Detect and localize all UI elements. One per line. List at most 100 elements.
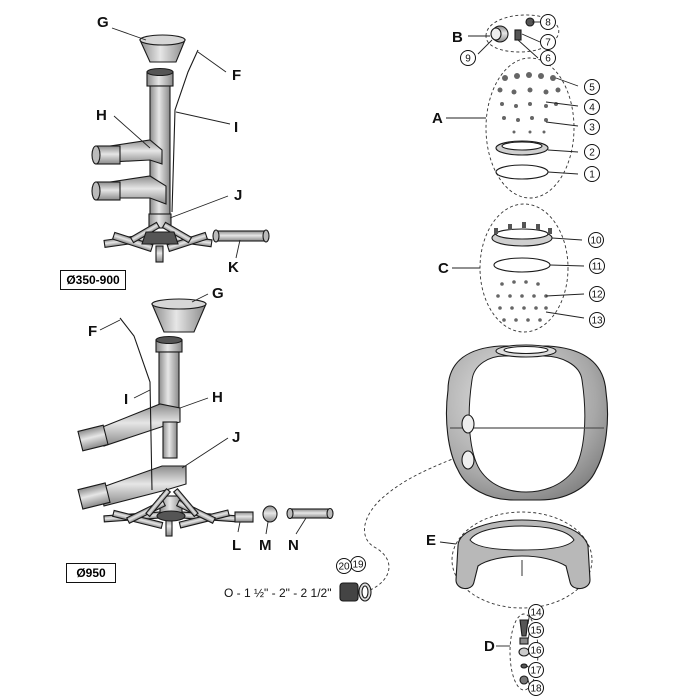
callout-circle	[584, 166, 600, 182]
callout-number: 19	[352, 560, 364, 571]
callout-number: 5	[589, 83, 595, 94]
callout-circle	[584, 99, 600, 115]
callout-18: 18	[528, 680, 544, 696]
diffuser-set-a	[485, 57, 575, 199]
label-f-lower: F	[88, 323, 97, 340]
part-m	[262, 505, 278, 523]
callout-circle	[584, 119, 600, 135]
label-a: A	[432, 110, 443, 127]
callout-15: 15	[528, 622, 544, 638]
callout-number: 16	[530, 646, 542, 657]
tank-base-e	[451, 511, 593, 609]
callout-7: 7	[540, 34, 556, 50]
air-rod	[119, 317, 153, 491]
callout-3: 3	[584, 119, 600, 135]
callout-number: 14	[530, 608, 542, 619]
flange-set-c	[479, 203, 569, 333]
callout-5: 5	[584, 79, 600, 95]
callout-circle	[528, 642, 544, 658]
callout-circle	[540, 50, 556, 66]
model-label-large: Ø950	[66, 563, 116, 583]
callout-circle	[540, 34, 556, 50]
callout-20: 20	[336, 558, 352, 574]
gasket	[493, 257, 551, 273]
callout-number: 4	[589, 103, 595, 114]
callout-circle	[588, 232, 604, 248]
tank-opening	[468, 355, 586, 493]
tank-port-lower	[461, 450, 475, 470]
filter-tank	[445, 344, 609, 501]
label-j-lower: J	[232, 429, 240, 446]
callout-number: 1	[589, 170, 595, 181]
callout-number: 18	[530, 684, 542, 695]
top-cover-parts	[485, 14, 560, 53]
callout-number: 17	[530, 666, 542, 677]
leader-lines	[99, 21, 585, 687]
label-i-upper: I	[234, 119, 238, 136]
callout-4: 4	[584, 99, 600, 115]
label-i-lower: I	[124, 391, 128, 408]
callout-13: 13	[589, 312, 605, 328]
callout-number: 3	[589, 123, 595, 134]
lateral-spare	[215, 230, 267, 242]
union-fitting	[339, 457, 456, 602]
label-n: N	[288, 537, 299, 554]
callout-circle	[584, 144, 600, 160]
callout-circle	[528, 622, 544, 638]
upper-collector-assembly	[91, 34, 270, 263]
funnel-rim	[139, 34, 186, 46]
part-l	[234, 511, 254, 523]
label-g-lower: G	[212, 285, 224, 302]
tank-port-upper	[461, 414, 475, 434]
label-h-upper: H	[96, 107, 107, 124]
callout-number: 20	[338, 562, 350, 573]
callout-circle	[528, 662, 544, 678]
union-size-label: O - 1 ½" - 2" - 2 1/2"	[224, 586, 332, 600]
label-f-upper: F	[232, 67, 241, 84]
label-h-lower: H	[212, 389, 223, 406]
callout-circle	[540, 14, 556, 30]
callout-number: 6	[545, 54, 551, 65]
label-g-upper: G	[97, 14, 109, 31]
label-l: L	[232, 537, 241, 554]
callout-circle	[584, 79, 600, 95]
lower-collector-assembly	[77, 298, 334, 537]
center-pipe	[158, 351, 180, 409]
callout-14: 14	[528, 604, 544, 620]
callout-6: 6	[540, 50, 556, 66]
label-e: E	[426, 532, 436, 549]
callout-number: 8	[545, 18, 551, 29]
callout-number: 15	[530, 626, 542, 637]
callout-circle	[336, 558, 352, 574]
callout-number: 9	[465, 54, 471, 65]
callout-number: 11	[592, 262, 603, 273]
part-n	[289, 508, 331, 519]
callout-11: 11	[589, 258, 605, 274]
callout-2: 2	[584, 144, 600, 160]
callout-circle	[528, 604, 544, 620]
callout-16: 16	[528, 642, 544, 658]
callout-1: 1	[584, 166, 600, 182]
callout-8: 8	[540, 14, 556, 30]
callout-17: 17	[528, 662, 544, 678]
callout-circle	[460, 50, 476, 66]
label-c: C	[438, 260, 449, 277]
callout-circle	[589, 258, 605, 274]
callout-number: 2	[589, 148, 595, 159]
label-d: D	[484, 638, 495, 655]
label-k: K	[228, 259, 239, 276]
lateral-arms	[103, 487, 239, 537]
callout-number: 13	[591, 316, 603, 327]
callout-circle	[528, 680, 544, 696]
callout-number: 12	[591, 290, 603, 301]
letter-labels: G F H I J K G F I H J L M N B A C E D	[88, 14, 495, 655]
model-label-small: Ø350-900	[60, 270, 126, 290]
lower-elbow	[99, 465, 187, 507]
label-b: B	[452, 29, 463, 46]
callout-number: 7	[545, 38, 551, 49]
callout-12: 12	[589, 286, 605, 302]
callout-circle	[589, 286, 605, 302]
